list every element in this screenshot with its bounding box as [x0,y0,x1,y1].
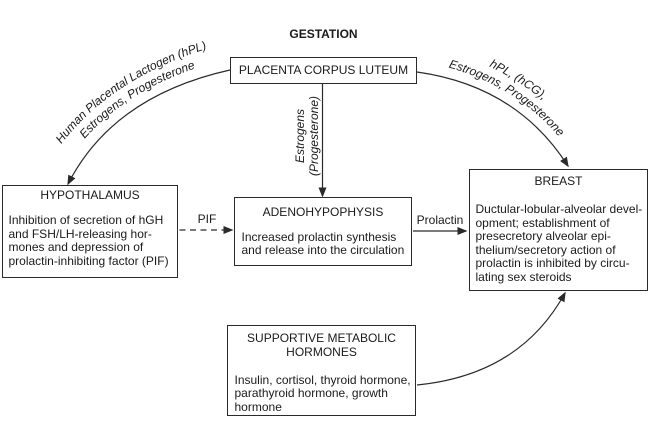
adenohypophysis-heading: ADENOHYPOPHYSIS [262,204,384,219]
hypothalamus-body: Inhibition of secretion of hGH and FSH/L… [8,213,169,268]
estrogens-progesterone-label: Estrogens (Progesterone) [293,95,321,177]
breast-heading: BREAST [534,173,583,188]
box-breast: BREAST Ductular-lobular-alveolar devel- … [469,169,648,291]
box-hypothalamus: HYPOTHALAMUS Inhibition of secretion of … [2,185,178,278]
arrow-placenta-to-breast [416,71,569,168]
prolactin-arrow-label: Prolactin [416,212,464,227]
box-adenohypophysis: ADENOHYPOPHYSIS Increased prolactin synt… [234,197,412,266]
page-title: GESTATION [289,27,358,41]
pif-arrow-label: PIF [197,212,217,226]
supportive-body: Insulin, cortisol, thyroid hormone, para… [234,372,411,414]
right-arc-label-baseline-1 [421,45,591,153]
box-supportive-metabolic-hormones: SUPPORTIVE METABOLIC HORMONES Insulin, c… [227,325,416,416]
hypothalamus-heading: HYPOTHALAMUS [40,187,140,202]
arrow-supportive-to-breast [416,291,566,386]
supportive-heading: SUPPORTIVE METABOLIC HORMONES [247,331,396,359]
breast-body: Ductular-lobular-alveolar devel- opment;… [475,202,643,284]
arrow-placenta-to-hypothalamus [67,69,231,186]
adenohypophysis-body: Increased prolactin synthesis and releas… [241,229,405,257]
placenta-heading: PLACENTA CORPUS LUTEUM [238,62,409,77]
box-placenta-corpus-luteum: PLACENTA CORPUS LUTEUM [230,57,417,84]
left-arc-label-baseline-1 [44,44,224,170]
